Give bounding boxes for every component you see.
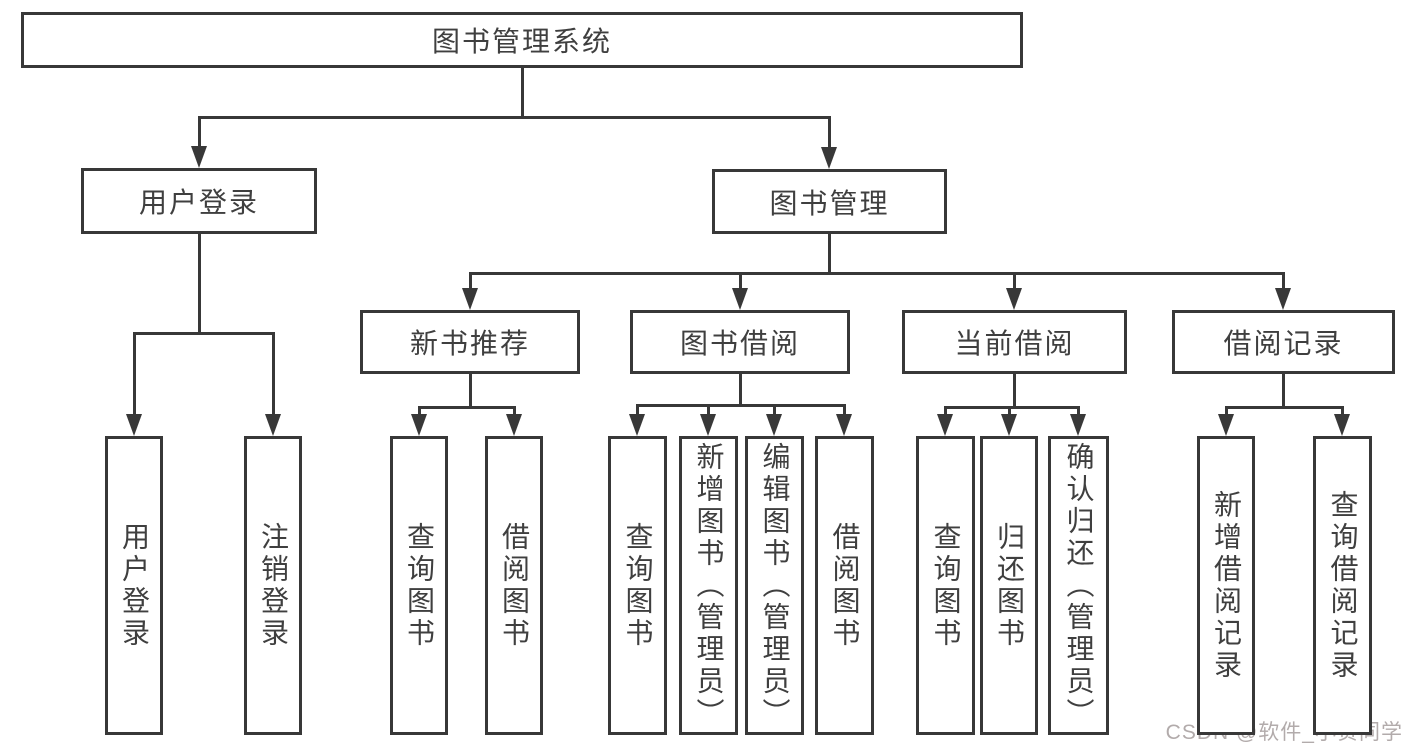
- arrowhead-down-icon: [836, 414, 852, 436]
- arrowhead-down-icon: [411, 414, 427, 436]
- connector-vline: [1008, 407, 1011, 419]
- connector-vline: [944, 407, 947, 419]
- connector-vline: [1282, 273, 1285, 292]
- connector-vline: [1013, 273, 1016, 292]
- connector-vline: [707, 405, 710, 419]
- connector-hline: [133, 332, 275, 335]
- connector-vline: [739, 374, 742, 405]
- node-leaf-borrow-books-1: 借阅图书: [485, 436, 543, 735]
- connector-vline: [521, 68, 524, 117]
- node-user-login: 用户登录: [81, 168, 317, 234]
- connector-hline: [944, 406, 1080, 409]
- arrowhead-down-icon: [766, 414, 782, 436]
- arrowhead-down-icon: [732, 288, 748, 310]
- arrowhead-down-icon: [1001, 414, 1017, 436]
- connector-vline: [1013, 374, 1016, 407]
- connector-vline: [636, 405, 639, 419]
- connector-vline: [469, 374, 472, 407]
- connector-vline: [1077, 407, 1080, 419]
- connector-vline: [133, 333, 136, 418]
- connector-hline: [636, 404, 846, 407]
- node-root: 图书管理系统: [21, 12, 1023, 68]
- arrowhead-down-icon: [700, 414, 716, 436]
- arrowhead-down-icon: [126, 414, 142, 436]
- connector-vline: [1282, 374, 1285, 407]
- node-leaf-borrow-books-2: 借阅图书: [815, 436, 874, 735]
- connector-vline: [739, 273, 742, 292]
- node-book-mgmt: 图书管理: [712, 169, 947, 234]
- arrowhead-down-icon: [506, 414, 522, 436]
- connector-vline: [198, 117, 201, 149]
- connector-hline: [469, 272, 1285, 275]
- arrowhead-down-icon: [1334, 414, 1350, 436]
- node-leaf-logout: 注销登录: [244, 436, 302, 735]
- node-leaf-query-borrow-record: 查询借阅记录: [1313, 436, 1372, 735]
- arrowhead-down-icon: [191, 146, 207, 168]
- node-new-book-rec: 新书推荐: [360, 310, 580, 374]
- node-leaf-return-books: 归还图书: [980, 436, 1038, 735]
- node-current-borrow: 当前借阅: [902, 310, 1127, 374]
- connector-vline: [272, 333, 275, 418]
- connector-vline: [773, 405, 776, 419]
- arrowhead-down-icon: [937, 414, 953, 436]
- node-leaf-query-books-1: 查询图书: [390, 436, 448, 735]
- connector-vline: [1225, 407, 1228, 419]
- connector-vline: [828, 117, 831, 150]
- connector-vline: [828, 234, 831, 273]
- node-leaf-query-books-2: 查询图书: [608, 436, 667, 735]
- node-leaf-add-books: 新增图书（管理员）: [679, 436, 738, 735]
- arrowhead-down-icon: [1275, 288, 1291, 310]
- connector-hline: [198, 116, 831, 119]
- node-leaf-edit-books: 编辑图书（管理员）: [745, 436, 804, 735]
- arrowhead-down-icon: [1070, 414, 1086, 436]
- connector-hline: [1225, 406, 1344, 409]
- connector-vline: [418, 407, 421, 419]
- node-leaf-add-borrow-record: 新增借阅记录: [1197, 436, 1255, 735]
- arrowhead-down-icon: [1218, 414, 1234, 436]
- connector-vline: [843, 405, 846, 419]
- connector-vline: [513, 407, 516, 419]
- connector-vline: [198, 234, 201, 333]
- arrowhead-down-icon: [462, 288, 478, 310]
- connector-vline: [469, 273, 472, 292]
- node-borrow-records: 借阅记录: [1172, 310, 1395, 374]
- connector-vline: [1341, 407, 1344, 419]
- arrowhead-down-icon: [265, 414, 281, 436]
- arrowhead-down-icon: [629, 414, 645, 436]
- node-leaf-user-login: 用户登录: [105, 436, 163, 735]
- node-leaf-query-books-3: 查询图书: [916, 436, 975, 735]
- node-leaf-confirm-return: 确认归还（管理员）: [1048, 436, 1109, 735]
- arrowhead-down-icon: [1006, 288, 1022, 310]
- connector-hline: [418, 406, 516, 409]
- arrowhead-down-icon: [821, 147, 837, 169]
- node-book-borrow: 图书借阅: [630, 310, 850, 374]
